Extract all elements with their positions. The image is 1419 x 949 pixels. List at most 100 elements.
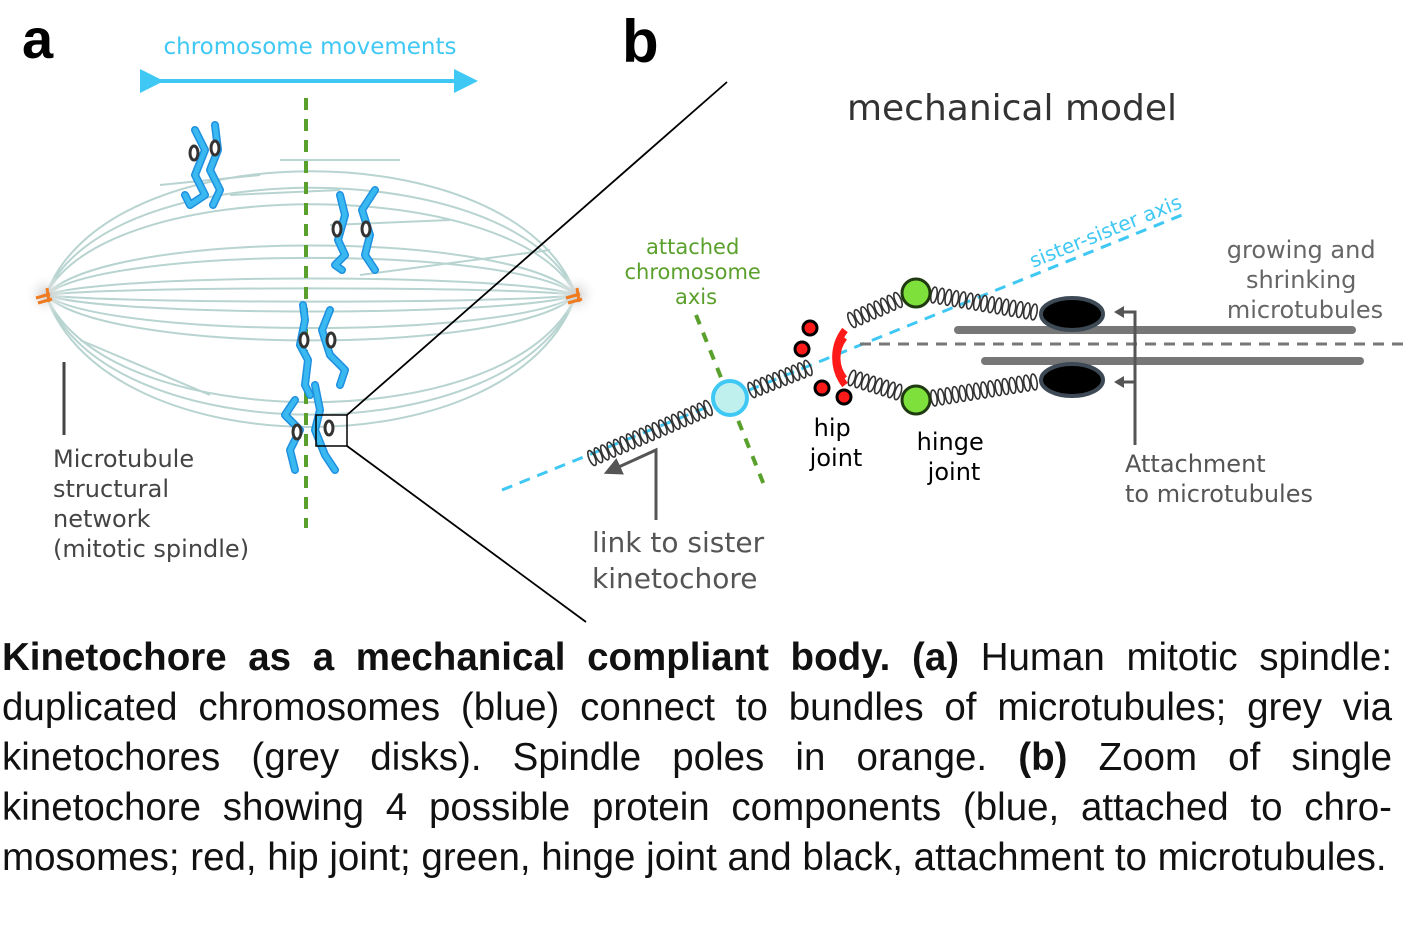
hinge-joint-label: hinge joint [917, 428, 992, 486]
hinge-joint-lower [900, 384, 932, 416]
spring-coil [951, 385, 960, 404]
microtubule-attachment-upper [1039, 296, 1105, 332]
figure: a chromosome movements Microtubule struc… [22, 7, 1410, 623]
kinetochore-disk [291, 423, 303, 441]
spring-coil [972, 293, 981, 311]
spring-coil [1022, 374, 1031, 392]
spring-coil [638, 427, 649, 445]
hip-joint-inner [835, 336, 848, 380]
microtubule-fibre [45, 294, 577, 416]
attachment-label: Attachment to microtubules [1125, 450, 1313, 508]
spring-coil [944, 288, 953, 307]
spring-coil [1001, 298, 1010, 316]
microtubule-fibre [45, 294, 577, 428]
springs [587, 286, 1039, 467]
spring-coil [958, 384, 967, 403]
spring-coil [1015, 300, 1024, 319]
chromosome [332, 192, 348, 273]
spring-coil [886, 381, 896, 399]
spring-coil [958, 291, 967, 309]
microtubule-fibre [45, 294, 577, 342]
chromosome [297, 302, 313, 398]
spring-coil [651, 421, 662, 439]
kinetochore-disk [209, 139, 221, 157]
caption-b-text: Zoom of single kinetochore showing 4 pos… [2, 736, 1393, 879]
spring-coil [951, 289, 960, 308]
zoom-line-bottom [346, 445, 587, 623]
spring-coil [979, 294, 989, 313]
attachment-pointer [1122, 310, 1137, 445]
microtubule-fibre [79, 339, 211, 396]
spring-coil [873, 300, 884, 317]
microtubule-fibre [45, 294, 577, 303]
spring-coil [886, 294, 897, 312]
caption-a-tag: (a) [912, 636, 960, 679]
spring-coil [677, 410, 688, 428]
microtubule-fibre [229, 189, 341, 196]
kinetochore-disk [331, 220, 343, 238]
microtubule-attachment-lower [1039, 362, 1105, 398]
spring-coil [994, 297, 1003, 315]
spring-coil [1008, 299, 1017, 318]
spring-coil [1015, 375, 1024, 393]
spring-coil [625, 433, 636, 450]
spring-coil [696, 402, 707, 420]
spring-coil [1001, 377, 1010, 396]
sister-sister-axis-line [501, 213, 1183, 492]
spring-coil [987, 296, 996, 314]
microtubule-fibre [45, 294, 577, 313]
spring-coil [860, 373, 870, 391]
spring-coil [866, 303, 877, 320]
microtubule-fibre [45, 277, 577, 296]
spring-coil [803, 359, 813, 377]
spring-coil [664, 416, 675, 433]
spring-coil [965, 383, 974, 401]
kinetochore-disk [360, 220, 372, 238]
zoom-line-top [346, 81, 728, 416]
mitotic-spindle [45, 159, 577, 428]
microtubules-label: growing and shrinking microtubules [1227, 236, 1383, 324]
spring-coil [587, 449, 597, 467]
link-label: link to sister kinetochore [592, 526, 773, 595]
spring-coil [893, 383, 903, 401]
spring-coil [937, 287, 946, 305]
spring-coil [1029, 303, 1039, 321]
caption-a-text: Human mitotic spindle: duplicated chromo… [2, 636, 1393, 779]
spring-coil [937, 388, 946, 406]
spring-coil [657, 419, 668, 436]
panel-a-letter: a [22, 7, 54, 70]
kinetochore-disk [188, 144, 200, 162]
chromosome-attachment-node [711, 379, 749, 417]
spring-coil [987, 380, 996, 398]
spring-coil [690, 405, 701, 422]
spring-coil [683, 408, 694, 425]
microtubule-fibre [45, 170, 577, 296]
microtubule-fibre [45, 256, 577, 296]
spring-coil [880, 379, 890, 397]
spring-coil [703, 399, 713, 417]
microtubule-fibre [45, 203, 577, 296]
microtubule-fibre [359, 249, 551, 276]
zoom-box [315, 414, 348, 447]
microtubule-fibre [45, 186, 577, 296]
spring-coil [1022, 302, 1031, 320]
spring-coil [670, 413, 681, 431]
chromosome [359, 187, 378, 273]
spring-coil [860, 306, 871, 323]
spring-coil [847, 369, 857, 387]
chromosome [319, 307, 348, 388]
spring-coil [645, 424, 655, 442]
microtubule-fibre [45, 294, 577, 404]
network-label: Microtubule structural network (mitotic … [53, 445, 249, 563]
kinetochore-disk [298, 331, 310, 349]
kinetochore-disk [325, 331, 337, 349]
spring-coil [593, 446, 604, 464]
microtubule-fibre [45, 244, 577, 296]
spindle-pole-left [35, 287, 53, 305]
movement-label: chromosome movements [163, 34, 456, 60]
hip-joint-beads [793, 319, 853, 406]
attachment-arrowheads [1114, 306, 1124, 388]
sister-axis-label: sister-sister axis [1026, 190, 1185, 273]
spring-coil [854, 371, 864, 389]
spring-coil [892, 291, 904, 309]
